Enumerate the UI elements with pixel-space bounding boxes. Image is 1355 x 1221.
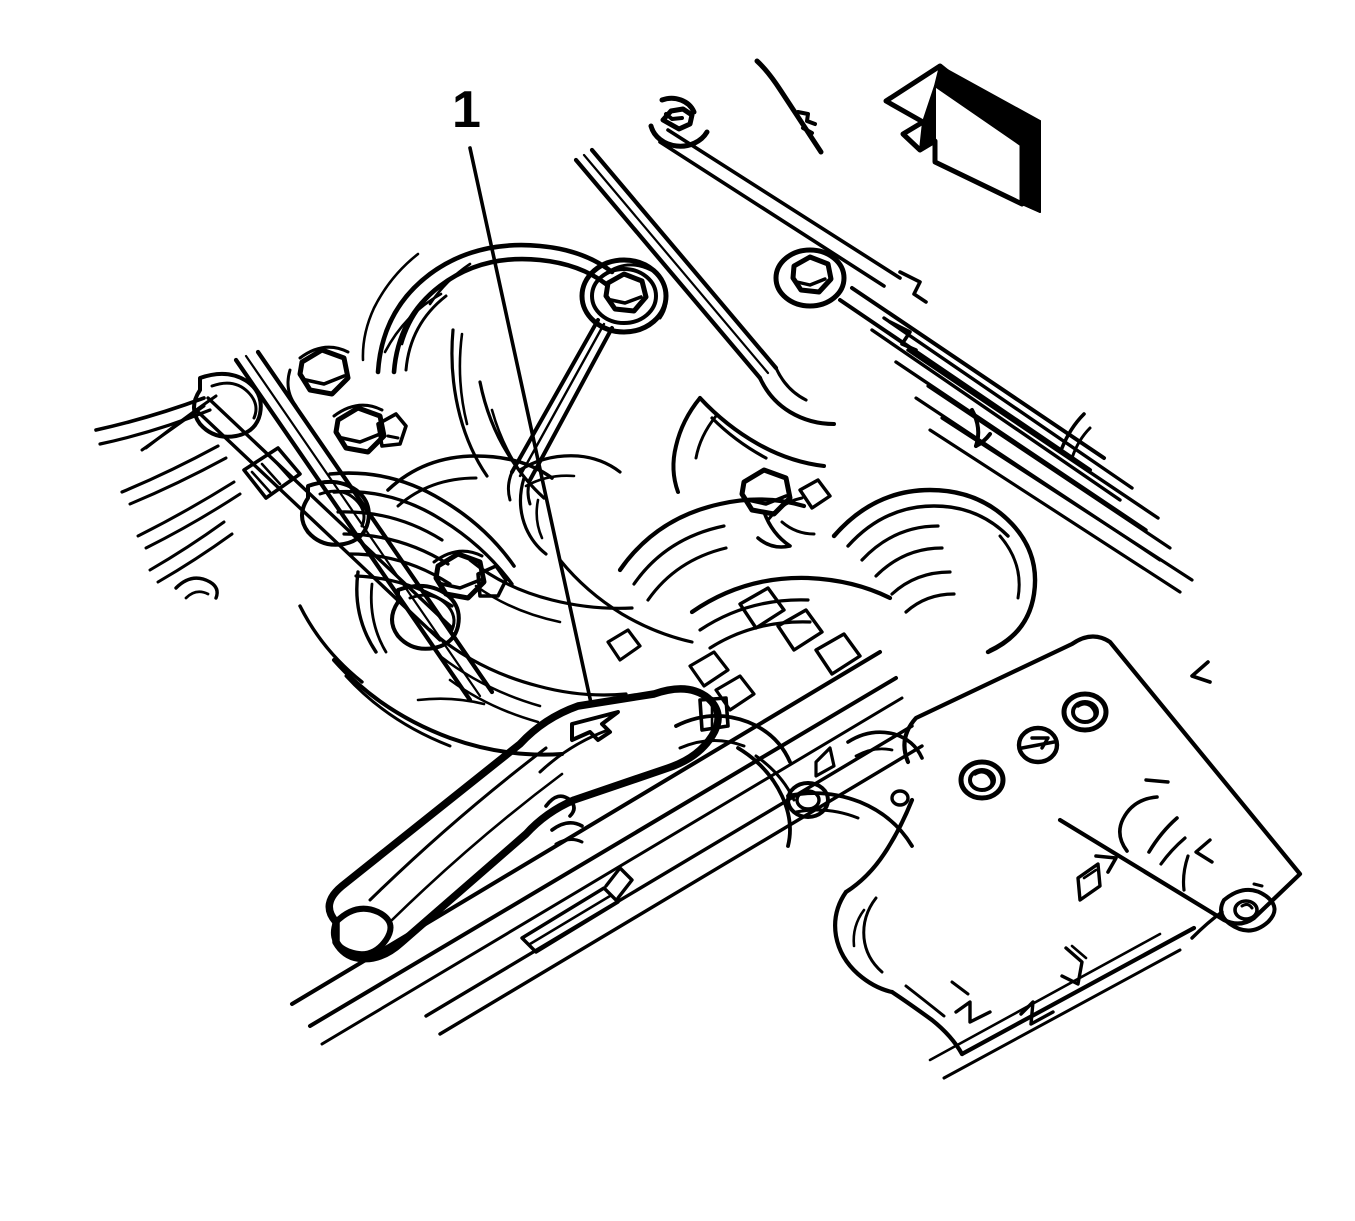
callout-number-1: 1 bbox=[452, 81, 481, 139]
wiring-harness bbox=[94, 394, 242, 600]
direction-arrow bbox=[883, 63, 1041, 213]
heat-shield-hole bbox=[958, 759, 1006, 801]
heat-shield-panel bbox=[833, 634, 1303, 1080]
frame-rail-long bbox=[838, 270, 1194, 594]
drawing-linework bbox=[94, 58, 1303, 1080]
hose-support-strut bbox=[506, 318, 614, 506]
engine-block-skirt bbox=[298, 570, 564, 757]
frame-rail-upper bbox=[573, 128, 902, 549]
hose-clamp-bolt bbox=[579, 257, 669, 335]
frame-detail-marks bbox=[970, 408, 1212, 874]
mount-bracket bbox=[674, 696, 924, 848]
heat-shield-grommet bbox=[1190, 882, 1277, 940]
injector-boss bbox=[300, 479, 371, 547]
upper-coolant-hose bbox=[375, 242, 615, 375]
callout-leader-line bbox=[468, 146, 593, 705]
heat-shield-hole bbox=[1061, 691, 1109, 733]
exhaust-assembly bbox=[606, 478, 1038, 712]
bracket-bolt bbox=[773, 247, 847, 309]
fuel-rail bbox=[192, 345, 508, 703]
stud-head-top bbox=[648, 95, 710, 149]
upper-rod bbox=[754, 58, 824, 155]
valve-cover-bolt bbox=[332, 403, 387, 455]
center-hose-bundle bbox=[328, 454, 554, 608]
valve-cover-bolt bbox=[286, 345, 351, 408]
injector-boss bbox=[192, 371, 263, 439]
heat-shield-hole bbox=[1016, 725, 1060, 765]
harness-connector bbox=[242, 446, 302, 500]
frame-rail-lower bbox=[290, 650, 924, 1046]
